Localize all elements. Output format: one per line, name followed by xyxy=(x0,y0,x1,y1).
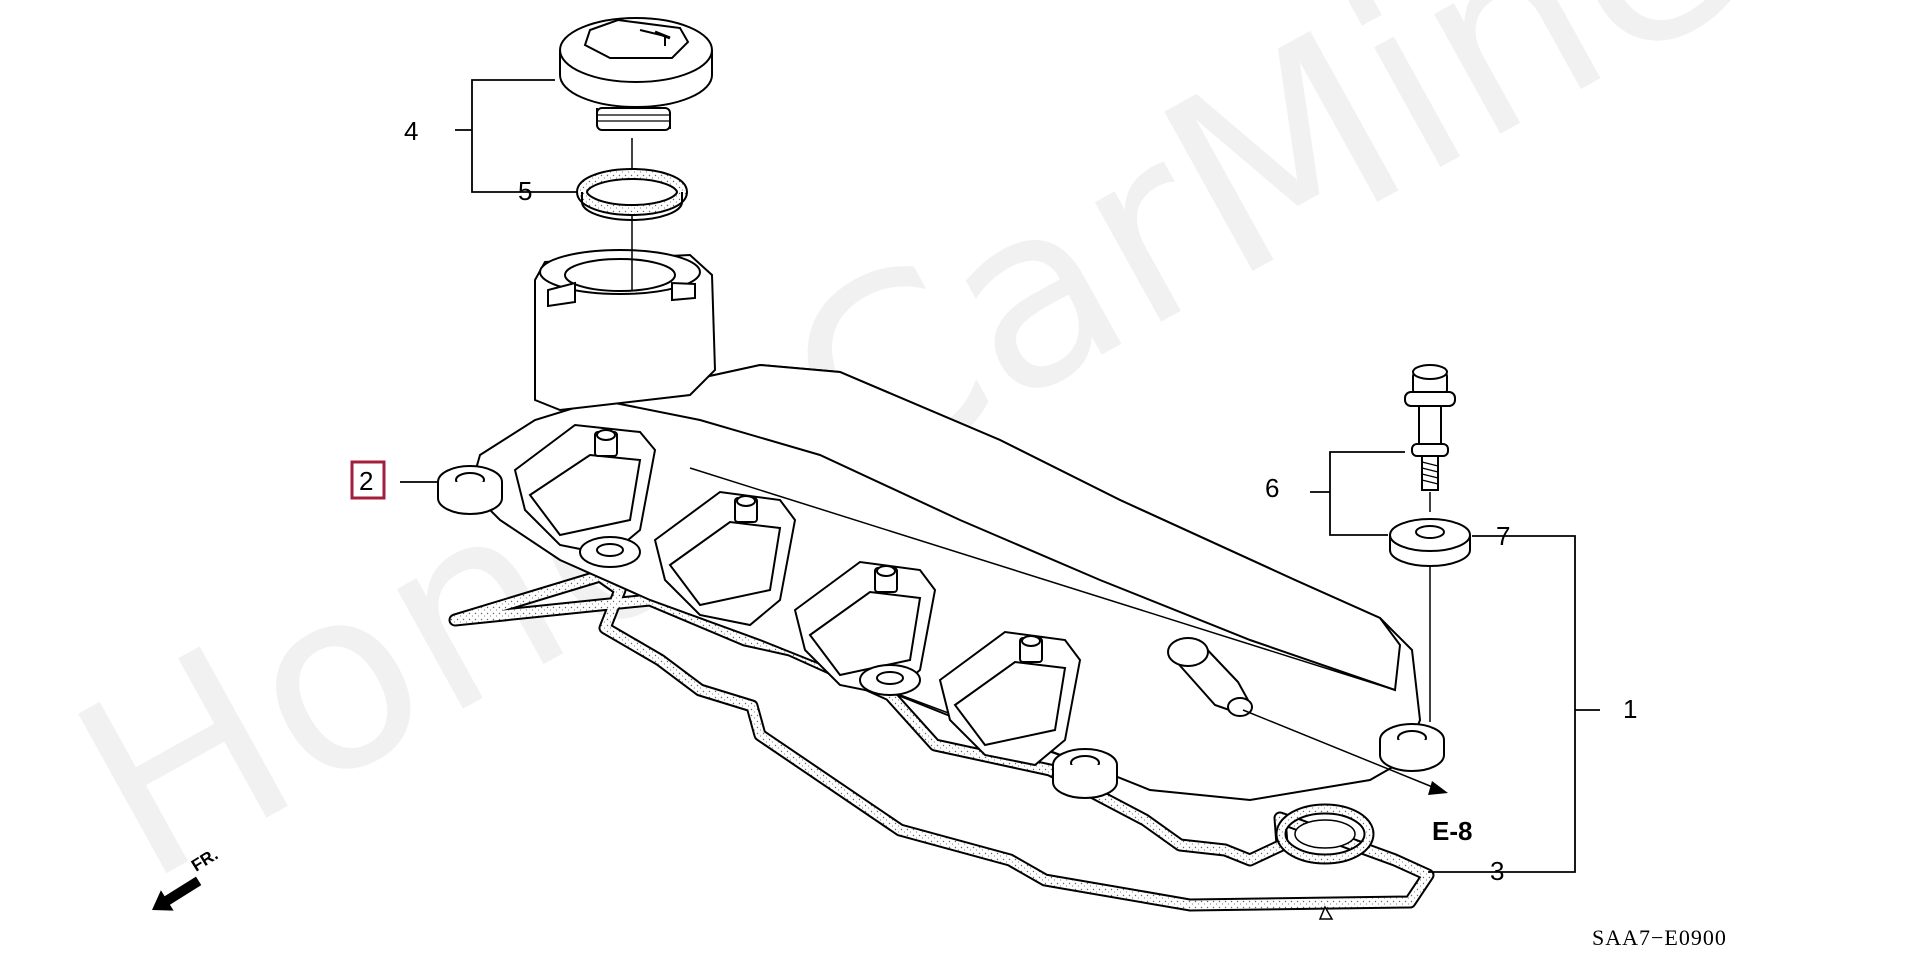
e8-leader xyxy=(1242,709,1436,789)
highlight-box xyxy=(350,460,386,500)
breather-pipe xyxy=(1167,637,1253,717)
reference-e8[interactable]: E-8 xyxy=(1432,816,1472,846)
callout-4[interactable]: 4 xyxy=(404,116,418,146)
bolt-boss-front xyxy=(437,465,503,515)
coil-mount-4 xyxy=(938,630,1082,767)
coil-mount-1 xyxy=(513,423,657,557)
callout-brackets xyxy=(400,79,1600,873)
front-arrow-icon xyxy=(152,876,202,911)
bolt-boss-right xyxy=(1379,723,1445,772)
coil-mount-2 xyxy=(653,490,797,627)
head-cover-bolt xyxy=(1404,364,1456,491)
callout-3[interactable]: 3 xyxy=(1490,856,1504,886)
oil-filler-cap-seal xyxy=(576,168,688,221)
callout-5[interactable]: 5 xyxy=(518,176,532,206)
callout-2: 2 xyxy=(359,466,373,496)
callout-2-highlight[interactable]: 2 xyxy=(350,460,386,500)
callout-1[interactable]: 1 xyxy=(1623,694,1637,724)
callout-6[interactable]: 6 xyxy=(1265,473,1279,503)
callout-7[interactable]: 7 xyxy=(1496,521,1510,551)
e8-arrow xyxy=(1428,781,1448,795)
coil-mount-3 xyxy=(793,560,937,697)
diagram-code: SAA7−E0900 xyxy=(1592,925,1727,950)
bolt-washer xyxy=(1389,518,1471,567)
oil-filler-cap xyxy=(559,17,713,131)
cylinder-head-cover xyxy=(437,249,1445,802)
bolt-boss-rear xyxy=(1052,748,1118,799)
